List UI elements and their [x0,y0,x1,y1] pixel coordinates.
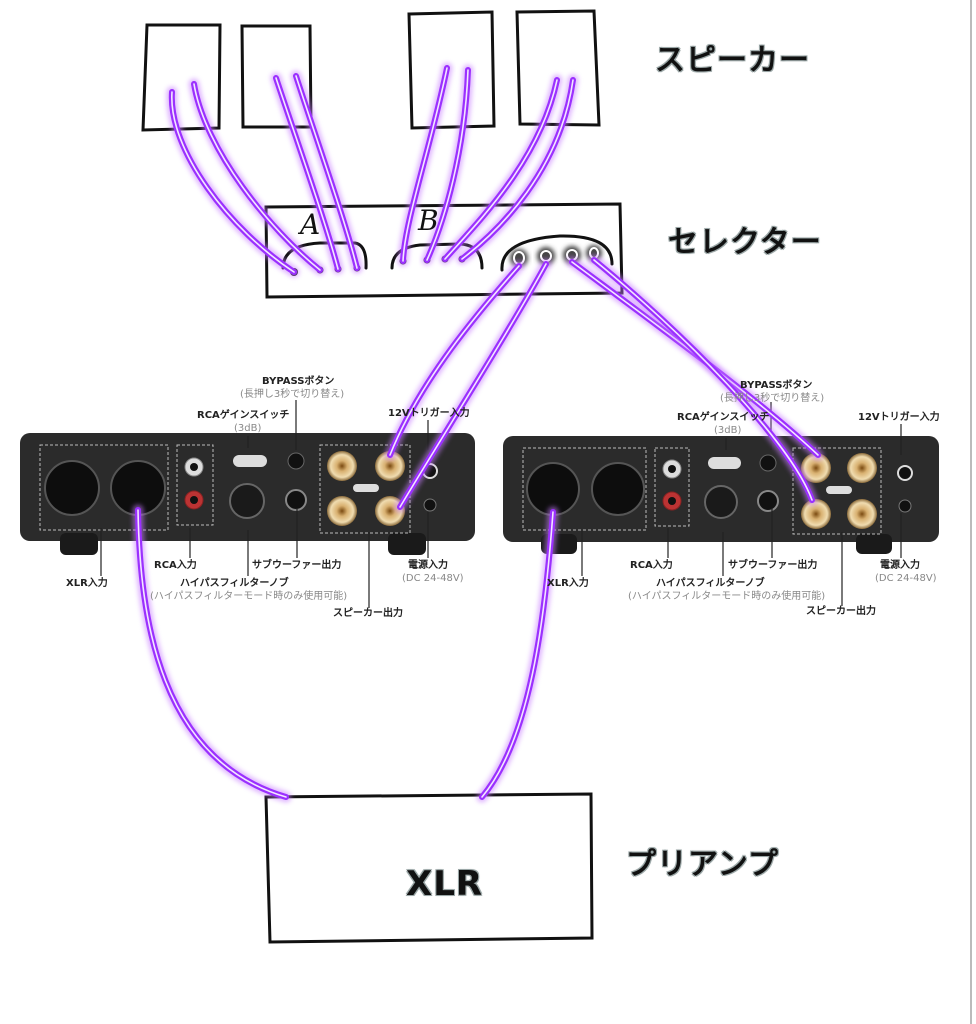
selector-label: セレクター [668,225,822,260]
highpass-knob [704,485,738,519]
trigger-input-label: 12Vトリガー入力 [388,408,470,419]
trigger-input-label: 12Vトリガー入力 [858,412,940,423]
bypass-button [759,454,777,472]
rca-gain-note: (3dB) [714,425,742,436]
highpass-note: (ハイパスフィルターモード時のみ使用可能) [628,591,826,602]
gain-switch [233,455,267,467]
speaker-box-4 [515,9,601,127]
selector-bracket-a [281,241,368,270]
page-edge-divider [970,0,972,1024]
rca-gain-switch-label: RCAゲインスイッチ [677,412,770,423]
xlr-jack-2 [591,462,645,516]
speaker-out-label: スピーカー出力 [333,608,403,619]
rca-gain-switch-label: RCAゲインスイッチ [197,410,290,421]
gain-switch [708,457,741,469]
amp1-xlr-to-preamp [132,504,292,803]
selector-bracket-out [500,234,614,272]
bypass-button [287,452,305,470]
power-note: (DC 24-48V) [402,573,464,584]
rca-gain-note: (3dB) [234,423,262,434]
highpass-knob-label: ハイパスフィルターノブ [180,578,289,589]
power-input-label: 電源入力 [880,560,920,571]
bypass-note: (長押し3秒で切り替え) [720,393,825,404]
selector-to-amp1-b [394,258,552,513]
trigger-jack [897,465,913,481]
speaker-4-cable-a [439,74,563,265]
speaker-label: スピーカー [655,43,810,78]
amp2-xlr-to-preamp [476,506,559,803]
speaker-2-cable-b [290,70,363,274]
bypass-button-label: BYPASSボタン [262,376,335,387]
selector-to-amp2-b [588,254,818,506]
speaker-1-cable-a [166,86,300,278]
highpass-knob-label: ハイパスフィルターノブ [656,578,765,589]
preamp-label: プリアンプ [626,847,779,882]
highpass-note: (ハイパスフィルターモード時のみ使用可能) [150,591,348,602]
speaker-box-1 [141,23,222,132]
sub-out-label: サブウーファー出力 [252,560,342,571]
sub-out-jack [285,489,307,511]
power-jack [898,499,912,513]
xlr-input-label: XLR入力 [66,578,108,589]
speaker-box-3 [407,10,496,130]
power-note: (DC 24-48V) [875,573,937,584]
xlr-input-label: XLR入力 [547,578,589,589]
sub-out-label: サブウーファー出力 [728,560,818,571]
speaker-2-cable-a [270,72,344,275]
speaker-out-label: スピーカー出力 [806,606,876,617]
speaker-3-cable-a [397,62,453,267]
speakers [141,9,601,132]
speaker-4-cable-b [456,74,579,265]
cables [132,62,824,803]
bypass-note: (長押し3秒で切り替え) [240,389,345,400]
selector-group-b-label: B [418,204,440,237]
power-jack [423,498,437,512]
rca-input-label: RCA入力 [154,560,197,571]
highpass-knob [229,483,265,519]
selector-to-amp1-a [384,260,525,461]
sub-out-jack [757,490,779,512]
speaker-1-cable-b [188,78,326,276]
bypass-button-label: BYPASSボタン [740,380,813,391]
preamp-xlr-label: XLR [406,864,484,904]
xlr-jack-1 [44,460,100,516]
selector-bracket-b [390,242,484,270]
amplifier-2 [503,436,939,554]
selector-group-a-label: A [300,208,322,241]
rca-input-label: RCA入力 [630,560,673,571]
speaker-3-cable-b [421,64,474,266]
power-input-label: 電源入力 [408,560,448,571]
